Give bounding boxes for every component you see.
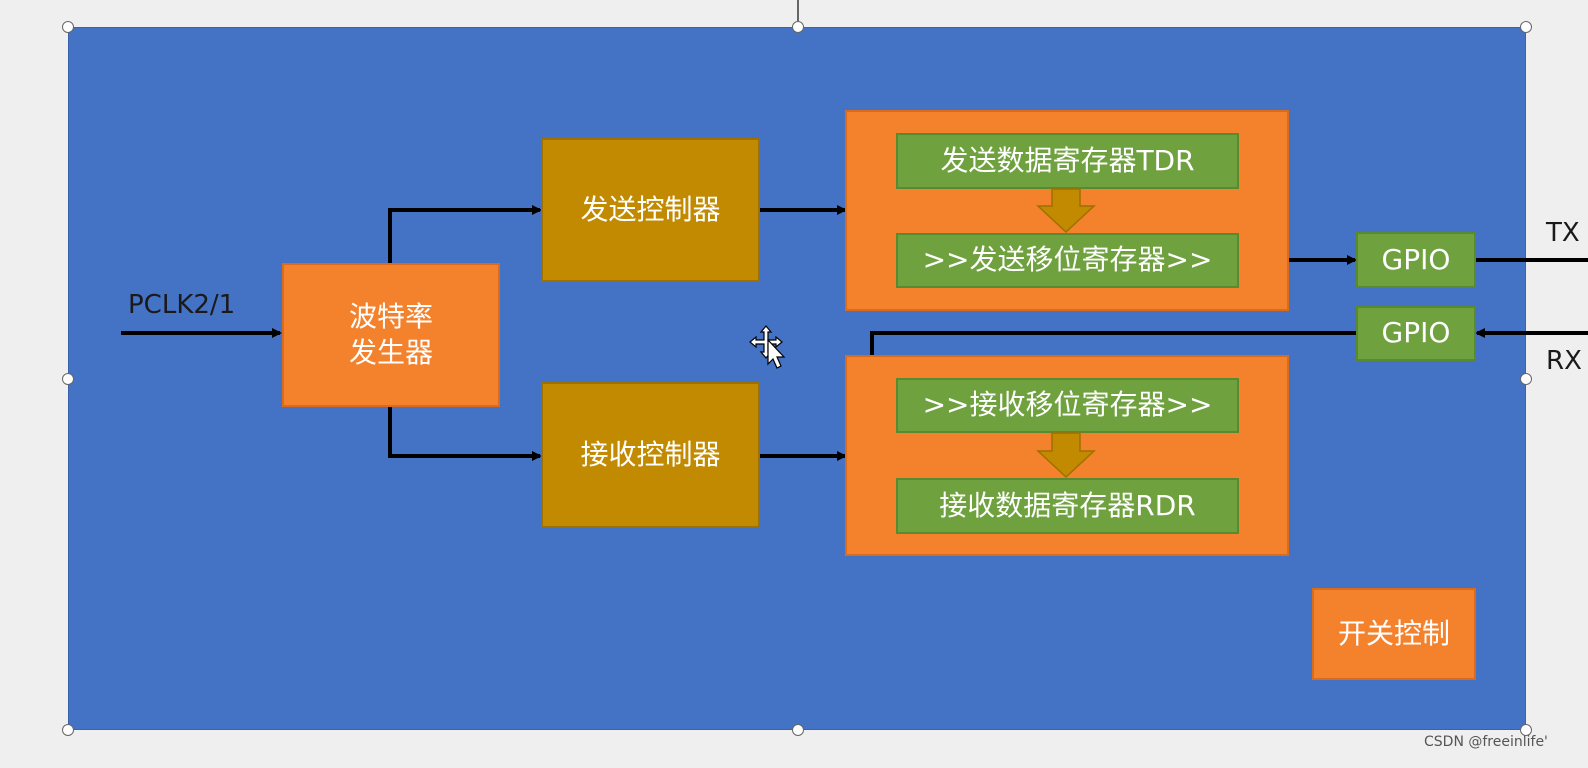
- resize-handle-bottom-middle[interactable]: [792, 724, 804, 736]
- input-clock-label: PCLK2/1: [128, 290, 236, 320]
- tx-shift-register-label: >>发送移位寄存器>>: [922, 243, 1213, 277]
- baud-rate-generator-line1: 波特率: [348, 299, 433, 333]
- resize-handle-top-middle[interactable]: [792, 21, 804, 33]
- tdr-register-label: 发送数据寄存器TDR: [940, 143, 1195, 177]
- rx-controller[interactable]: 接收控制器: [541, 382, 760, 528]
- rx-shift-register-label: >>接收移位寄存器>>: [922, 388, 1213, 422]
- gpio-rx[interactable]: GPIO: [1356, 306, 1476, 361]
- resize-handle-top-left[interactable]: [62, 21, 74, 33]
- watermark: CSDN @freeinlife': [1424, 734, 1548, 750]
- tdr-register[interactable]: 发送数据寄存器TDR: [896, 133, 1239, 189]
- tx-controller[interactable]: 发送控制器: [541, 138, 760, 282]
- resize-handle-bottom-left[interactable]: [62, 724, 74, 736]
- resize-handle-middle-right[interactable]: [1520, 373, 1532, 385]
- rdr-register[interactable]: 接收数据寄存器RDR: [896, 478, 1239, 534]
- rdr-register-label: 接收数据寄存器RDR: [939, 488, 1196, 522]
- gpio-rx-label: GPIO: [1381, 316, 1451, 350]
- resize-handle-bottom-right[interactable]: [1520, 724, 1532, 736]
- switch-control-label: 开关控制: [1337, 616, 1450, 650]
- resize-handle-top-right[interactable]: [1520, 21, 1532, 33]
- rx-controller-label: 接收控制器: [580, 437, 721, 471]
- gpio-tx[interactable]: GPIO: [1356, 232, 1476, 288]
- resize-handle-middle-left[interactable]: [62, 373, 74, 385]
- switch-control[interactable]: 开关控制: [1312, 588, 1476, 680]
- baud-rate-generator-line2: 发生器: [348, 336, 433, 369]
- tx-controller-label: 发送控制器: [580, 192, 721, 226]
- baud-to-tx-arrow: [388, 205, 542, 263]
- rx-pin-label: RX: [1546, 346, 1582, 376]
- rotate-handle-stem: [797, 0, 799, 21]
- baud-to-rx-arrow: [388, 406, 542, 461]
- gpio-tx-label: GPIO: [1381, 242, 1451, 276]
- tx-shift-register[interactable]: >>发送移位寄存器>>: [896, 233, 1239, 288]
- rx-shift-register[interactable]: >>接收移位寄存器>>: [896, 378, 1239, 433]
- tx-pin-label: TX: [1546, 218, 1580, 248]
- baud-rate-generator[interactable]: 波特率 发生器: [282, 263, 500, 407]
